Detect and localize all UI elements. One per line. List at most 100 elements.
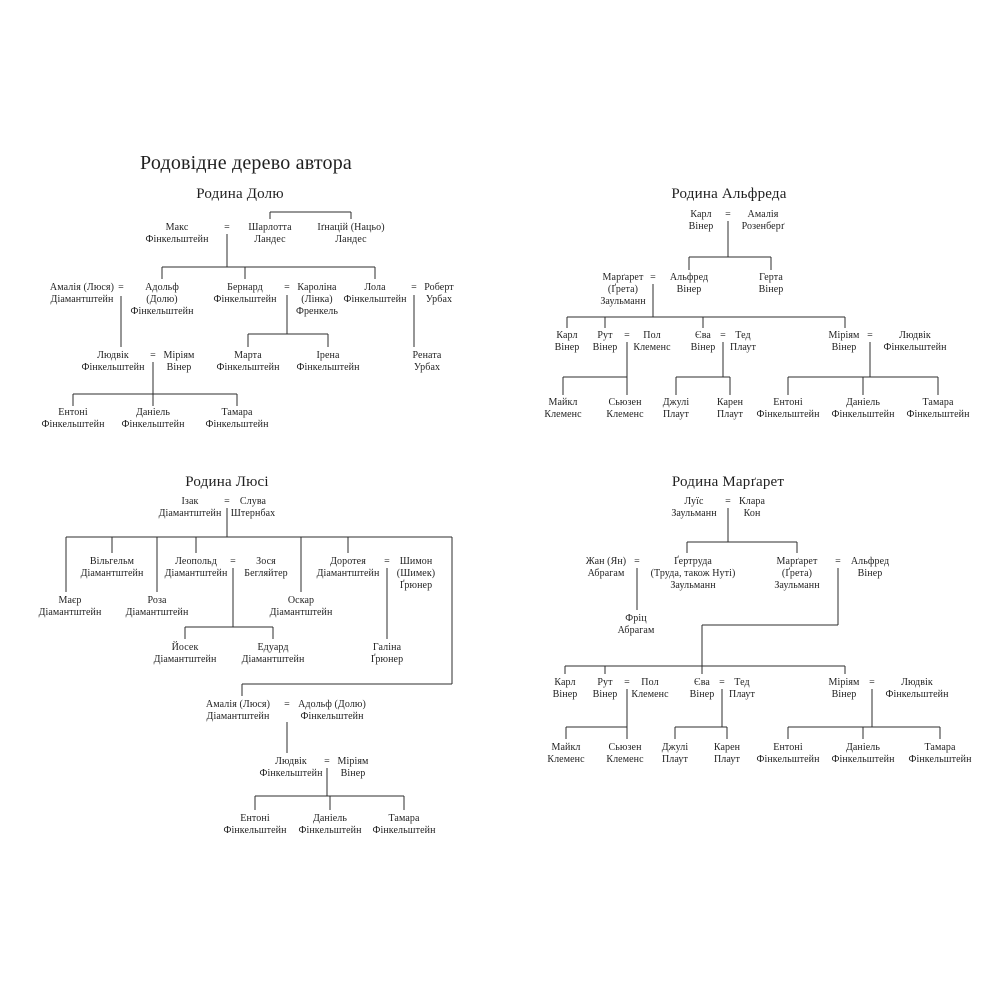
- person-name-line: Доротея: [330, 556, 366, 567]
- person-name-line: Майкл: [548, 397, 578, 408]
- person-name-line: Фінкельштейн: [259, 768, 323, 779]
- marriage-equals-sign: =: [224, 222, 230, 233]
- person-name-line: Діамантштейн: [269, 607, 333, 618]
- person-name-line: (Шимек): [396, 568, 436, 579]
- person-name-line: Даніель: [845, 742, 881, 753]
- person-name-line: Зося: [256, 556, 276, 567]
- person-node: Амалія (Люся)Діамантштейн: [206, 699, 270, 723]
- person-name-line: Лола: [364, 282, 386, 293]
- person-name-line: Ентоні: [773, 742, 803, 753]
- person-name-line: Карен: [713, 742, 741, 753]
- person-name-line: Розенберґ: [741, 221, 785, 232]
- person-name-line: Бернард: [227, 282, 263, 293]
- marriage-equals-sign: =: [324, 756, 330, 767]
- person-name-line: Марта: [234, 350, 262, 361]
- person-name-line: Вільгельм: [89, 556, 135, 567]
- person-name-line: (Ґрета): [781, 568, 813, 579]
- person-name-line: Ландес: [335, 234, 367, 245]
- person-name-line: Вінер: [340, 768, 366, 779]
- person-name-line: Діамантштейн: [153, 654, 217, 665]
- person-name-line: Карл: [556, 330, 578, 341]
- person-name-line: Фінкельштейн: [223, 825, 287, 836]
- marriage-equals-sign: =: [867, 330, 873, 341]
- person-name-line: Абрагам: [587, 568, 625, 579]
- person-name-line: Кароліна: [297, 282, 337, 293]
- person-name-line: (Труда, також Нуті): [650, 568, 736, 579]
- person-name-line: Ентоні: [773, 397, 803, 408]
- person-name-line: Фінкельштейн: [145, 234, 209, 245]
- marriage-equals-sign: =: [725, 209, 731, 220]
- person-name-line: Міріям: [163, 350, 195, 361]
- person-node: Амалія (Люся)Діамантштейн: [50, 282, 114, 306]
- person-name-line: (Лінка): [301, 294, 333, 305]
- person-name-line: Фінкельштейн: [296, 362, 360, 373]
- person-name-line: Тамара: [924, 742, 956, 753]
- person-name-line: Клеменс: [547, 754, 585, 765]
- person-node: Марґарет(Ґрета)Заульманн: [600, 272, 645, 308]
- marriage-equals-sign: =: [224, 496, 230, 507]
- person-name-line: Фінкельштейн: [885, 689, 949, 700]
- person-name-line: Альфред: [669, 272, 709, 283]
- marriage-equals-sign: =: [720, 330, 726, 341]
- marriage-equals-sign: =: [719, 677, 725, 688]
- person-name-line: Тамара: [221, 407, 253, 418]
- person-name-line: Карл: [690, 209, 712, 220]
- person-name-line: Урбах: [425, 294, 453, 305]
- person-name-line: Карен: [716, 397, 744, 408]
- person-name-line: Марґарет: [602, 272, 644, 283]
- person-name-line: Ентоні: [240, 813, 270, 824]
- person-name-line: Ґрюнер: [370, 654, 404, 665]
- person-name-line: Карл: [554, 677, 576, 688]
- person-name-line: Діамантштейн: [50, 294, 114, 305]
- person-name-line: Діамантштейн: [38, 607, 102, 618]
- person-name-line: Заульманн: [774, 580, 820, 591]
- person-name-line: Роберт: [424, 282, 454, 293]
- person-name-line: Вінер: [552, 689, 578, 700]
- person-name-line: (Долю): [146, 294, 178, 305]
- page-title: Родовідне дерево автора: [140, 152, 352, 174]
- person-name-line: Вінер: [676, 284, 702, 295]
- marriage-equals-sign: =: [284, 282, 290, 293]
- person-name-line: Фінкельштейн: [216, 362, 280, 373]
- person-name-line: Фінкельштейн: [213, 294, 277, 305]
- marriage-equals-sign: =: [230, 556, 236, 567]
- person-name-line: (Ґрета): [607, 284, 639, 295]
- person-name-line: Маєр: [58, 595, 82, 606]
- person-name-line: Міріям: [337, 756, 369, 767]
- person-name-line: Людвік: [97, 350, 129, 361]
- person-node: Шимон(Шимек)Ґрюнер: [397, 556, 435, 592]
- tree-title-dolyu: Родина Долю: [196, 186, 284, 202]
- person-name-line: Ізак: [181, 496, 199, 507]
- person-name-line: Фінкельштейн: [908, 754, 972, 765]
- person-name-line: Плаут: [716, 409, 743, 420]
- person-name-line: Клеменс: [631, 689, 669, 700]
- person-name-line: Міріям: [828, 330, 860, 341]
- person-name-line: Джулі: [661, 742, 689, 753]
- person-name-line: Діамантштейн: [158, 508, 222, 519]
- person-name-line: Рут: [597, 330, 613, 341]
